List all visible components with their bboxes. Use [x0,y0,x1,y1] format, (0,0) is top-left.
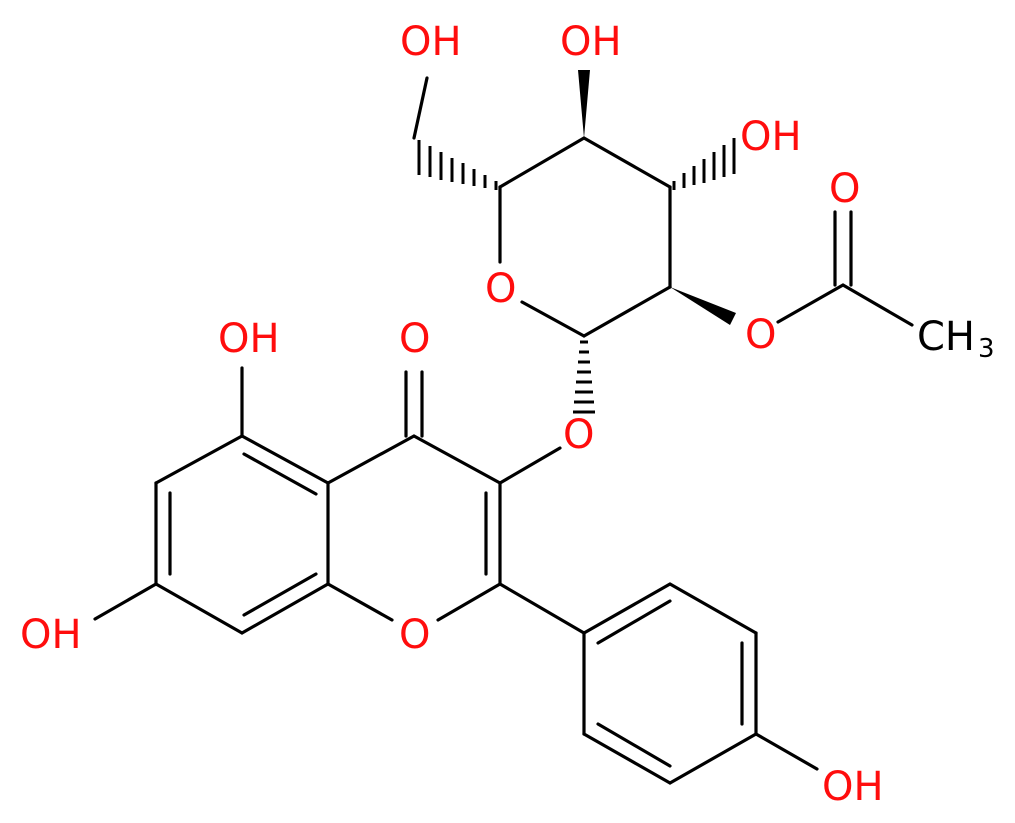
bond-c1p-c2p [582,582,672,635]
label-o-chromone: O [399,612,430,658]
label-o-acetyl: O [745,312,776,358]
hash-c1-oglyco [573,340,595,414]
bond-c5p-c6p-inner [596,722,672,768]
bond-c4-c3 [582,136,672,189]
bond-c2-c1 [582,285,672,338]
bond-c8-c8a-inner [242,572,318,617]
label-o-ketone: O [399,316,430,362]
bond-oglyco-c3 [498,446,562,485]
bond-c7-oh [93,582,158,621]
bond-c2p-c3p [668,582,758,635]
bond-c7-c8 [154,582,244,635]
bonds [93,70,914,785]
bond-c5-c4 [498,136,586,189]
bond-c5p-c6p [582,732,672,785]
hash-c3-oh [672,138,736,190]
bond-c1p-c2p-inner [596,599,672,645]
label-o-ring: O [485,266,516,312]
label-oh-c5: OH [218,316,280,362]
wedge-c4-oh [578,70,590,138]
label-o-carbonyl-acetyl: O [829,166,860,212]
bond-ochrom-c8a [326,582,394,622]
bond-c4-c3ring [412,434,502,485]
bond-c2-c1p [498,582,586,635]
bond-c1-oring [520,300,586,338]
bond-c4p-oh [754,732,819,771]
bond-oacetyl-c [776,283,845,324]
label-ch3-sub: 3 [978,334,995,364]
bond-c5-c6 [154,434,244,485]
label-ch3: CH [917,314,975,360]
bond-c2-ochrom [436,582,502,622]
wedge-c2-oacetyl [670,287,736,325]
bond-c4a-c5 [240,434,330,485]
bond-c-ch3 [841,283,914,327]
label-o-glycoside: O [563,412,594,458]
label-oh-phenyl: OH [822,764,884,810]
label-oh-c4: OH [560,19,622,65]
label-oh-c3: OH [740,114,802,160]
label-oh-ch2: OH [400,19,462,65]
bond-c8-c8a [240,582,330,635]
bond-c4p-c5p [668,732,758,785]
bond-c4a-c5-inner [242,452,318,496]
hash-c5-ch2oh [417,140,498,190]
bond-c4a-c4 [326,434,416,485]
label-oh-c7: OH [20,612,82,658]
bond-ch2-oh [412,76,429,140]
atom-labels: OH OH OH O O O CH 3 OH O O OH O OH [20,19,995,810]
